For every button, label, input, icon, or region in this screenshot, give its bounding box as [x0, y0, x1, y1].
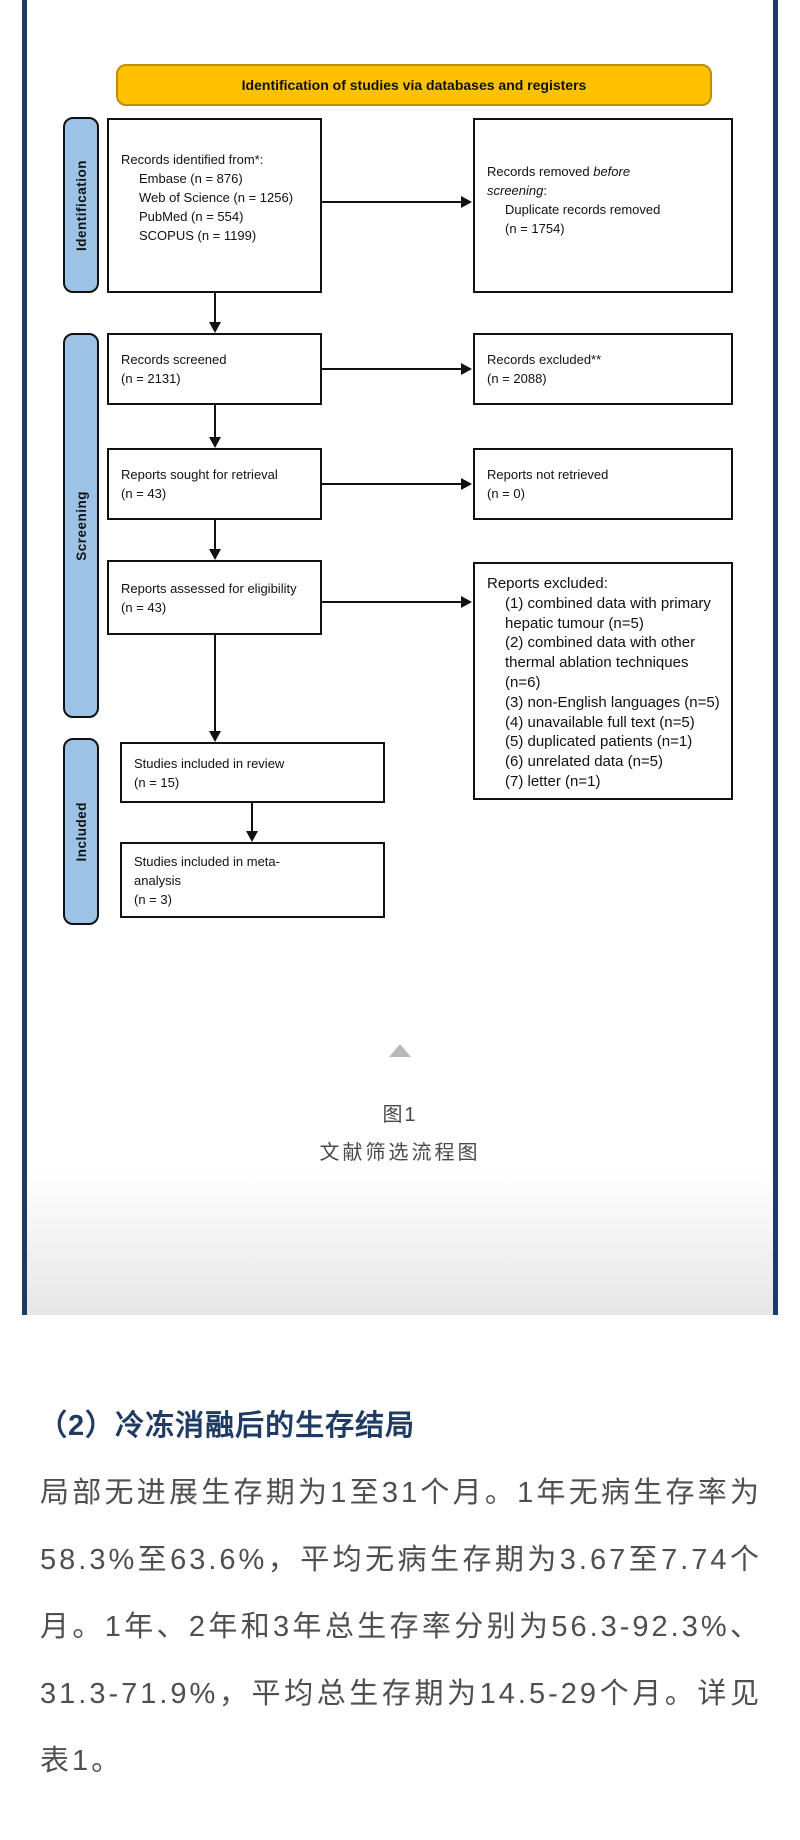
arrow-down-head-icon: [209, 549, 221, 560]
exclusion-reason: (7) letter (n=1): [505, 772, 601, 790]
box-reports-excluded: Reports excluded: (1) combined data with…: [473, 562, 733, 800]
arrow-down-line-icon: [251, 803, 253, 831]
stage-label-identification: Identification: [63, 117, 99, 293]
box-line: analysis: [134, 872, 181, 888]
card-left-border: [22, 0, 27, 1315]
database-item: SCOPUS (n = 1199): [139, 228, 257, 243]
database-item: Web of Science (n = 1256): [139, 190, 294, 205]
stage-label-included-text: Included: [73, 801, 89, 862]
exclusion-reason: (5) duplicated patients (n=1): [505, 733, 693, 751]
arrow-right-line-icon: [322, 201, 461, 203]
box-line: Reports sought for retrieval: [121, 467, 278, 482]
arrow-down-line-icon: [214, 405, 216, 437]
box-line: Records screened: [121, 352, 227, 367]
exclusion-reason: (2) combined data with other thermal abl…: [505, 634, 696, 691]
database-item: Embase (n = 876): [139, 171, 243, 186]
box-line: Duplicate records removed: [505, 202, 661, 217]
prisma-banner-title: Identification of studies via databases …: [241, 77, 587, 93]
box-reports-not-retrieved: Reports not retrieved (n = 0): [473, 448, 733, 520]
exclusion-reason: (6) unrelated data (n=5): [505, 753, 664, 771]
arrow-right-head-icon: [461, 478, 472, 490]
section-heading: （2）冷冻消融后的生存结局: [38, 1410, 416, 1442]
box-count: (n = 43): [121, 486, 167, 501]
arrow-down-head-icon: [209, 731, 221, 742]
box-line: Records excluded**: [487, 352, 602, 367]
box-line: Records removed before: [487, 164, 631, 179]
exclusion-reason: (4) unavailable full text (n=5): [505, 713, 695, 731]
box-records-removed: Records removed before screening: Duplic…: [473, 118, 733, 293]
box-reports-assessed: Reports assessed for eligibility (n = 43…: [107, 560, 322, 635]
figure-caption-title: 文献筛选流程图: [319, 1142, 481, 1164]
arrow-right-head-icon: [461, 196, 472, 208]
box-count: (n = 1754): [505, 221, 565, 236]
card-bottom-fade: [27, 1172, 773, 1315]
arrow-right-line-icon: [322, 368, 461, 370]
arrow-down-line-icon: [214, 635, 216, 731]
stage-label-included: Included: [63, 738, 99, 925]
box-line: Reports assessed for eligibility: [121, 580, 297, 596]
box-included-meta: Studies included in meta- analysis (n = …: [120, 842, 385, 918]
stage-label-screening-text: Screening: [73, 490, 89, 561]
arrow-down-line-icon: [214, 520, 216, 549]
box-title: Records identified from*:: [121, 152, 264, 167]
arrow-down-head-icon: [246, 831, 258, 842]
box-line: Reports not retrieved: [487, 467, 609, 482]
box-count: (n = 2131): [121, 371, 181, 386]
exclusion-reason: (1) combined data with primary hepatic t…: [505, 594, 711, 632]
box-count: (n = 15): [134, 774, 180, 790]
box-line: Studies included in meta-: [134, 853, 280, 869]
database-item: PubMed (n = 554): [139, 209, 244, 224]
arrow-right-head-icon: [461, 363, 472, 375]
arrow-right-line-icon: [322, 483, 461, 485]
box-title: Reports excluded:: [487, 575, 608, 592]
figure-caption-number: 图1: [382, 1104, 418, 1126]
arrow-down-head-icon: [209, 437, 221, 448]
box-included-review: Studies included in review (n = 15): [120, 742, 385, 803]
prisma-banner: Identification of studies via databases …: [116, 64, 712, 106]
box-reports-sought: Reports sought for retrieval (n = 43): [107, 448, 322, 520]
section-paragraph: 局部无进展生存期为1至31个月。1年无病生存率为58.3%至63.6%，平均无病…: [40, 1477, 762, 1777]
box-count: (n = 3): [134, 891, 172, 907]
stage-label-identification-text: Identification: [73, 159, 89, 251]
box-line: screening:: [487, 183, 547, 198]
box-count: (n = 2088): [487, 371, 547, 386]
stage-label-screening: Screening: [63, 333, 99, 718]
arrow-right-line-icon: [322, 601, 461, 603]
arrow-down-head-icon: [209, 322, 221, 333]
card-right-border: [773, 0, 778, 1315]
box-records-identified: Records identified from*: Embase (n = 87…: [107, 118, 322, 293]
box-count: (n = 0): [487, 486, 525, 501]
box-count: (n = 43): [121, 599, 167, 615]
exclusion-reason: (3) non-English languages (n=5): [505, 693, 720, 711]
box-records-screened: Records screened (n = 2131): [107, 333, 322, 405]
box-records-excluded: Records excluded** (n = 2088): [473, 333, 733, 405]
box-line: Studies included in review: [134, 755, 285, 771]
arrow-down-line-icon: [214, 293, 216, 322]
arrow-right-head-icon: [461, 596, 472, 608]
collapse-triangle-icon[interactable]: [389, 1044, 411, 1057]
